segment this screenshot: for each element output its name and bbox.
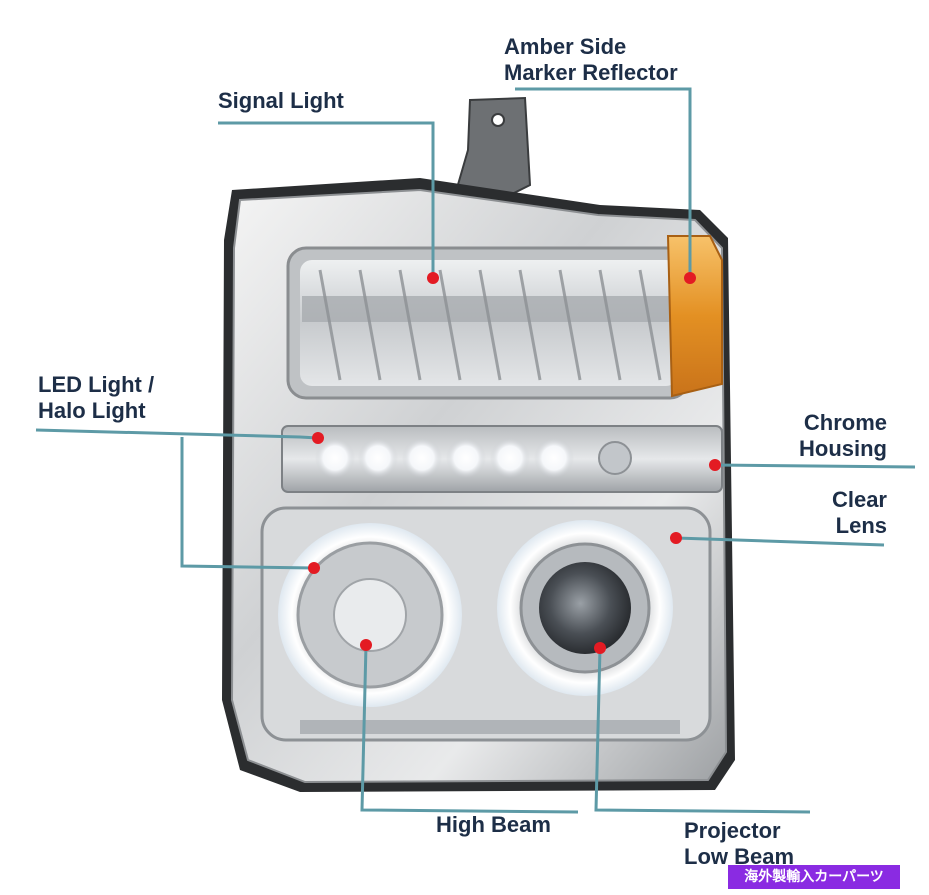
marker-signal	[427, 272, 439, 284]
label-high-line1: High Beam	[436, 812, 551, 837]
label-led-line2: Halo Light	[38, 398, 146, 423]
label-high-beam: High Beam	[436, 812, 551, 838]
mounting-bracket	[453, 96, 532, 202]
label-signal-line1: Signal Light	[218, 88, 344, 113]
callout-amber	[515, 87, 692, 275]
marker-projector	[594, 642, 606, 654]
callout-high	[360, 644, 579, 814]
label-chrome-housing: Chrome Housing	[799, 410, 887, 462]
lower-lamp-area	[260, 506, 712, 742]
callout-led	[35, 428, 319, 440]
label-projector-line1: Projector	[684, 818, 781, 843]
label-led-line1: LED Light /	[38, 372, 155, 397]
label-amber-side-marker: Amber Side Marker Reflector	[504, 34, 678, 86]
callout-chrome	[714, 463, 916, 469]
label-projector-line2: Low Beam	[684, 844, 795, 869]
label-clear-line2: Lens	[835, 513, 887, 538]
label-clear-line1: Clear	[831, 487, 887, 512]
signal-light-block	[286, 235, 723, 400]
marker-chrome	[709, 459, 721, 471]
callout-signal	[218, 121, 435, 275]
watermark-badge: 海外製輸入カーパーツ	[728, 865, 900, 889]
led-strip	[281, 425, 723, 493]
label-led-halo: LED Light / Halo Light	[38, 372, 154, 424]
label-amber-line1: Amber Side	[504, 34, 627, 59]
label-amber-line2: Marker Reflector	[504, 60, 678, 85]
callout-projector	[594, 647, 811, 814]
label-chrome-line2: Housing	[799, 436, 887, 461]
label-clear-lens: Clear Lens	[832, 487, 887, 539]
marker-led	[312, 432, 324, 444]
callout-lines	[35, 87, 916, 814]
marker-amber	[684, 272, 696, 284]
callout-markers	[308, 272, 721, 654]
marker-high	[360, 639, 372, 651]
marker-halo	[308, 562, 320, 574]
label-chrome-line1: Chrome	[803, 410, 887, 435]
label-projector-low-beam: Projector Low Beam	[684, 818, 794, 870]
marker-clear	[670, 532, 682, 544]
callout-halo	[180, 437, 315, 570]
label-signal-light: Signal Light	[218, 88, 344, 114]
callout-clear	[675, 536, 885, 547]
